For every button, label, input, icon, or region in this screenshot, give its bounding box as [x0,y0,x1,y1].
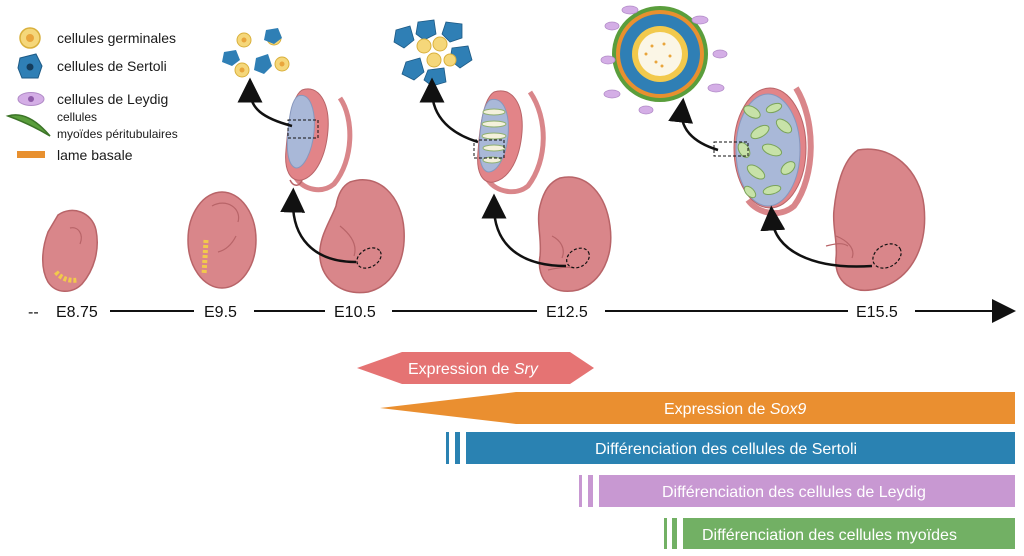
tubule-cross-section-icon [600,5,728,115]
legend-leydig: cellules de Leydig [17,91,168,107]
legend-lamina: lame basale [17,147,133,163]
leydig-bar: Différenciation des cellules de Leydig [579,475,1015,507]
stage-label: E12.5 [546,304,588,321]
timeline-prefix: -- [28,304,39,321]
gonad-e125-icon [473,90,546,195]
legend-label-lamina: lame basale [57,147,133,163]
cell-cluster-e105-icon [222,28,290,78]
sertoli-bar-label: Différenciation des cellules de Sertoli [595,441,857,458]
legend-label-germ: cellules germinales [57,30,176,46]
embryo-e105-icon [319,179,405,294]
stage-label: E9.5 [204,304,237,321]
stage-label: E15.5 [856,304,898,321]
sox9-bar-label: Expression de Sox9 [664,401,806,418]
timeline: -- E8.75 E9.5 E10.5 E12.5 E15.5 [28,299,1016,323]
legend: cellules germinales cellules de Sertoli … [5,27,178,163]
basal-lamina-icon [17,151,45,158]
legend-label-myoid-1: cellules [57,110,97,124]
embryo-e95-icon [187,191,257,289]
embryo-e155-icon [825,148,926,291]
stage-label: E10.5 [334,304,376,321]
embryo-e875-icon [42,209,98,292]
legend-label-myoid-2: myoïdes péritubulaires [57,127,178,141]
legend-germ: cellules germinales [19,27,176,49]
germ-cell-icon [19,27,41,49]
sertoli-bar: Différenciation des cellules de Sertoli [446,432,1015,464]
cell-cluster-e125-icon [393,19,473,87]
embryo-e125-icon [537,176,612,292]
stage-label: E8.75 [56,304,98,321]
legend-label-leydig: cellules de Leydig [57,91,168,107]
legend-label-sertoli: cellules de Sertoli [57,58,167,74]
sry-bar-label: Expression de Sry [408,361,539,378]
sertoli-cell-icon [17,53,43,79]
myoid-cell-icon [5,114,51,137]
leydig-cell-icon [17,92,45,106]
sry-bar: Expression de Sry [357,352,594,384]
legend-myoid: cellules myoïdes péritubulaires [5,110,178,141]
gonad-e155-icon [713,86,814,217]
myoid-bar: Différenciation des cellules myoïdes [664,518,1015,549]
myoid-bar-label: Différenciation des cellules myoïdes [702,527,957,544]
zoom-arrows [237,77,873,268]
leydig-bar-label: Différenciation des cellules de Leydig [662,484,926,501]
gonad-e105-icon [285,88,353,193]
legend-sertoli: cellules de Sertoli [17,53,167,79]
sox9-bar: Expression de Sox9 [380,392,1015,424]
